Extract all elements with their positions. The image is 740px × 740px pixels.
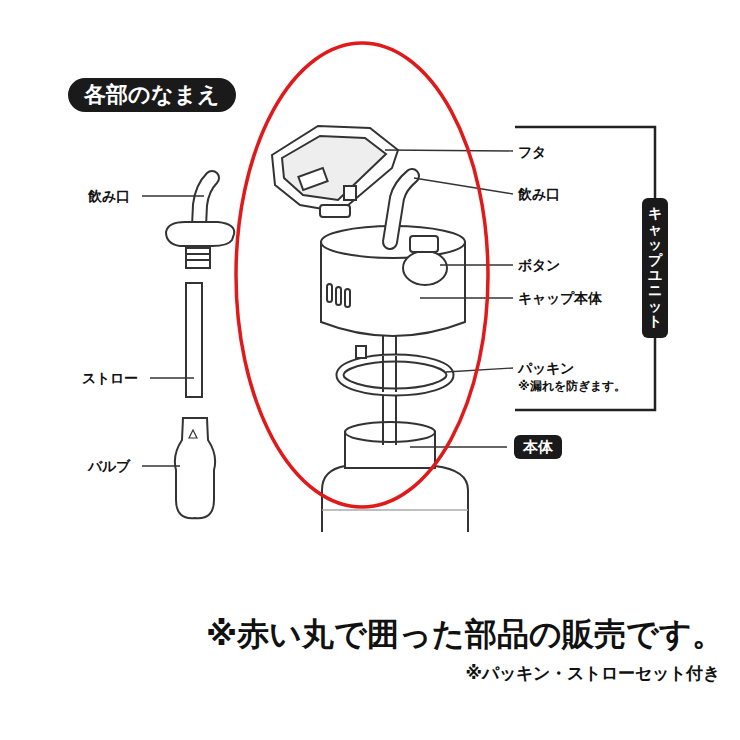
part-label: 飲み口 <box>88 188 130 205</box>
tag-text: キャップユニット <box>648 206 662 329</box>
part-label: バルブ <box>88 458 130 475</box>
cap-unit-tag: キャップユニット <box>642 198 668 337</box>
heading-banner: 各部のなまえ <box>68 78 236 112</box>
cap-spout <box>390 176 412 242</box>
part-label: フタ <box>518 144 546 161</box>
part-label: ボタン <box>518 257 560 274</box>
bracket <box>515 127 655 410</box>
part-label: ストロー <box>82 370 138 387</box>
red-highlight-ellipse <box>236 43 488 507</box>
part-label: ※パッキン・ストローセット付き <box>465 663 720 683</box>
part-label: 飲み口 <box>518 186 560 203</box>
sale-note-caption: ※赤い丸で囲った部品の販売です。 <box>206 615 724 653</box>
part-label: ※漏れを防ぎます。 <box>518 379 626 393</box>
part-label: キャップ本体 <box>518 290 602 307</box>
leader-lines <box>142 150 513 466</box>
valve-part <box>175 418 215 518</box>
straw-part <box>186 283 202 397</box>
body-tag: 本体 <box>514 435 562 459</box>
part-label: パッキン <box>518 360 574 377</box>
lid-part <box>272 126 398 217</box>
tag-text: 本体 <box>523 438 553 456</box>
gasket-part <box>340 346 450 392</box>
mouthpiece-part <box>166 178 234 268</box>
